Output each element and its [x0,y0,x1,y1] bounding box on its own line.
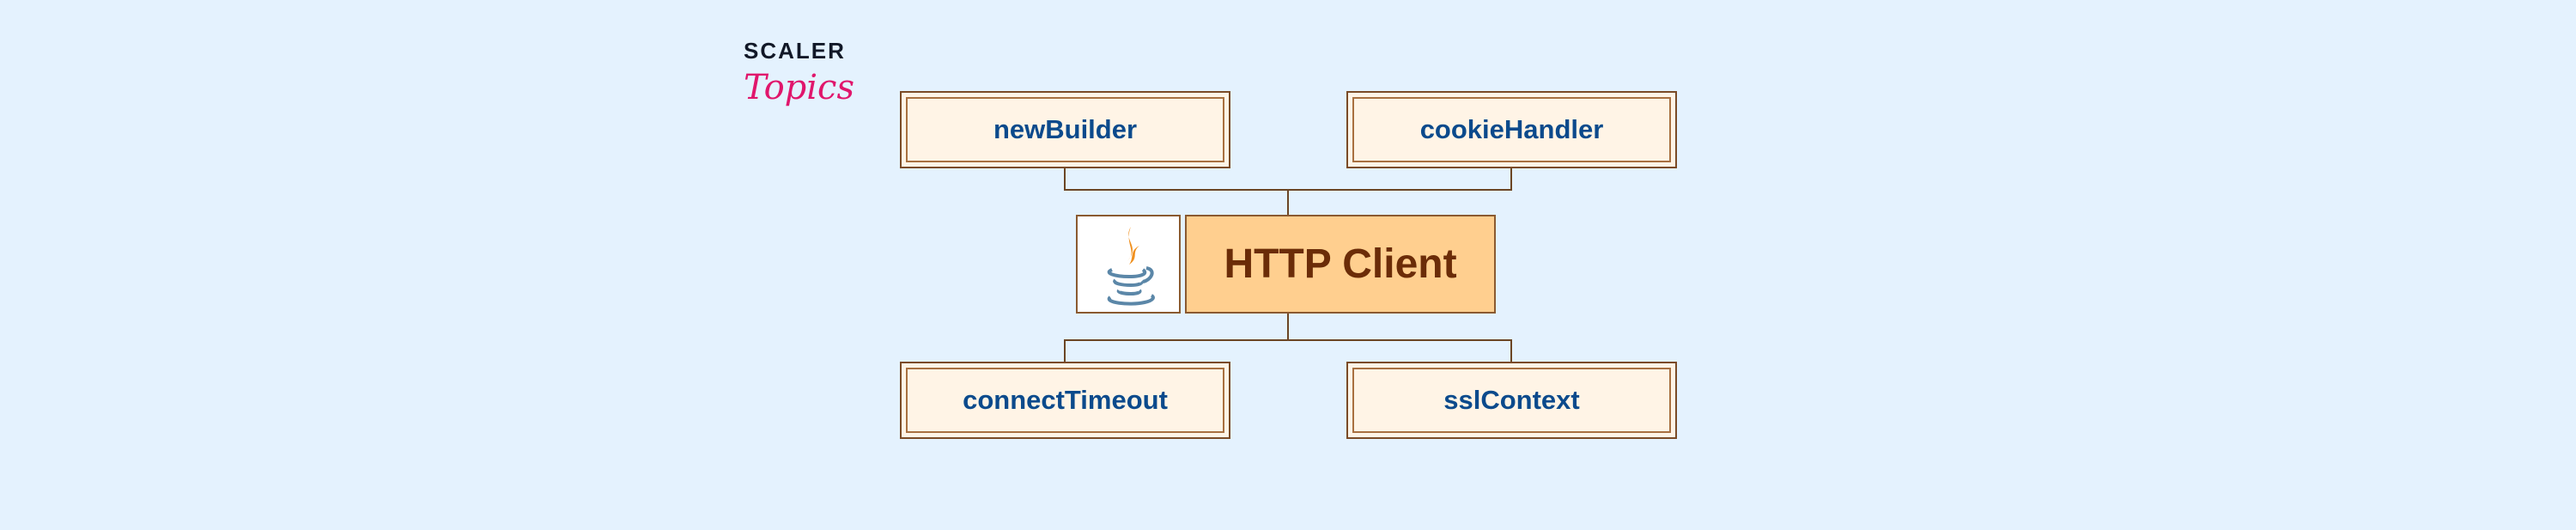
java-logo-icon [1076,215,1181,314]
connector [1287,314,1289,340]
node-connecttimeout: connectTimeout [900,362,1230,439]
http-client-node: HTTP Client [1185,215,1496,314]
connector [1064,339,1512,341]
node-label: newBuilder [993,114,1138,144]
connector [1510,168,1512,191]
connector [1064,168,1066,191]
node-label: cookieHandler [1419,114,1604,144]
connector [1064,339,1066,362]
node-label: connectTimeout [963,385,1168,415]
http-client-label: HTTP Client [1224,241,1457,287]
node-sslcontext: sslContext [1346,362,1677,439]
connector [1287,189,1289,215]
logo-scaler-text: SCALER [744,38,846,64]
node-label: sslContext [1443,385,1580,415]
node-newbuilder: newBuilder [900,91,1230,168]
logo-topics-text: Topics [744,68,854,107]
scaler-topics-logo: SCALER Topics [744,38,864,132]
node-cookiehandler: cookieHandler [1346,91,1677,168]
connector [1510,339,1512,362]
